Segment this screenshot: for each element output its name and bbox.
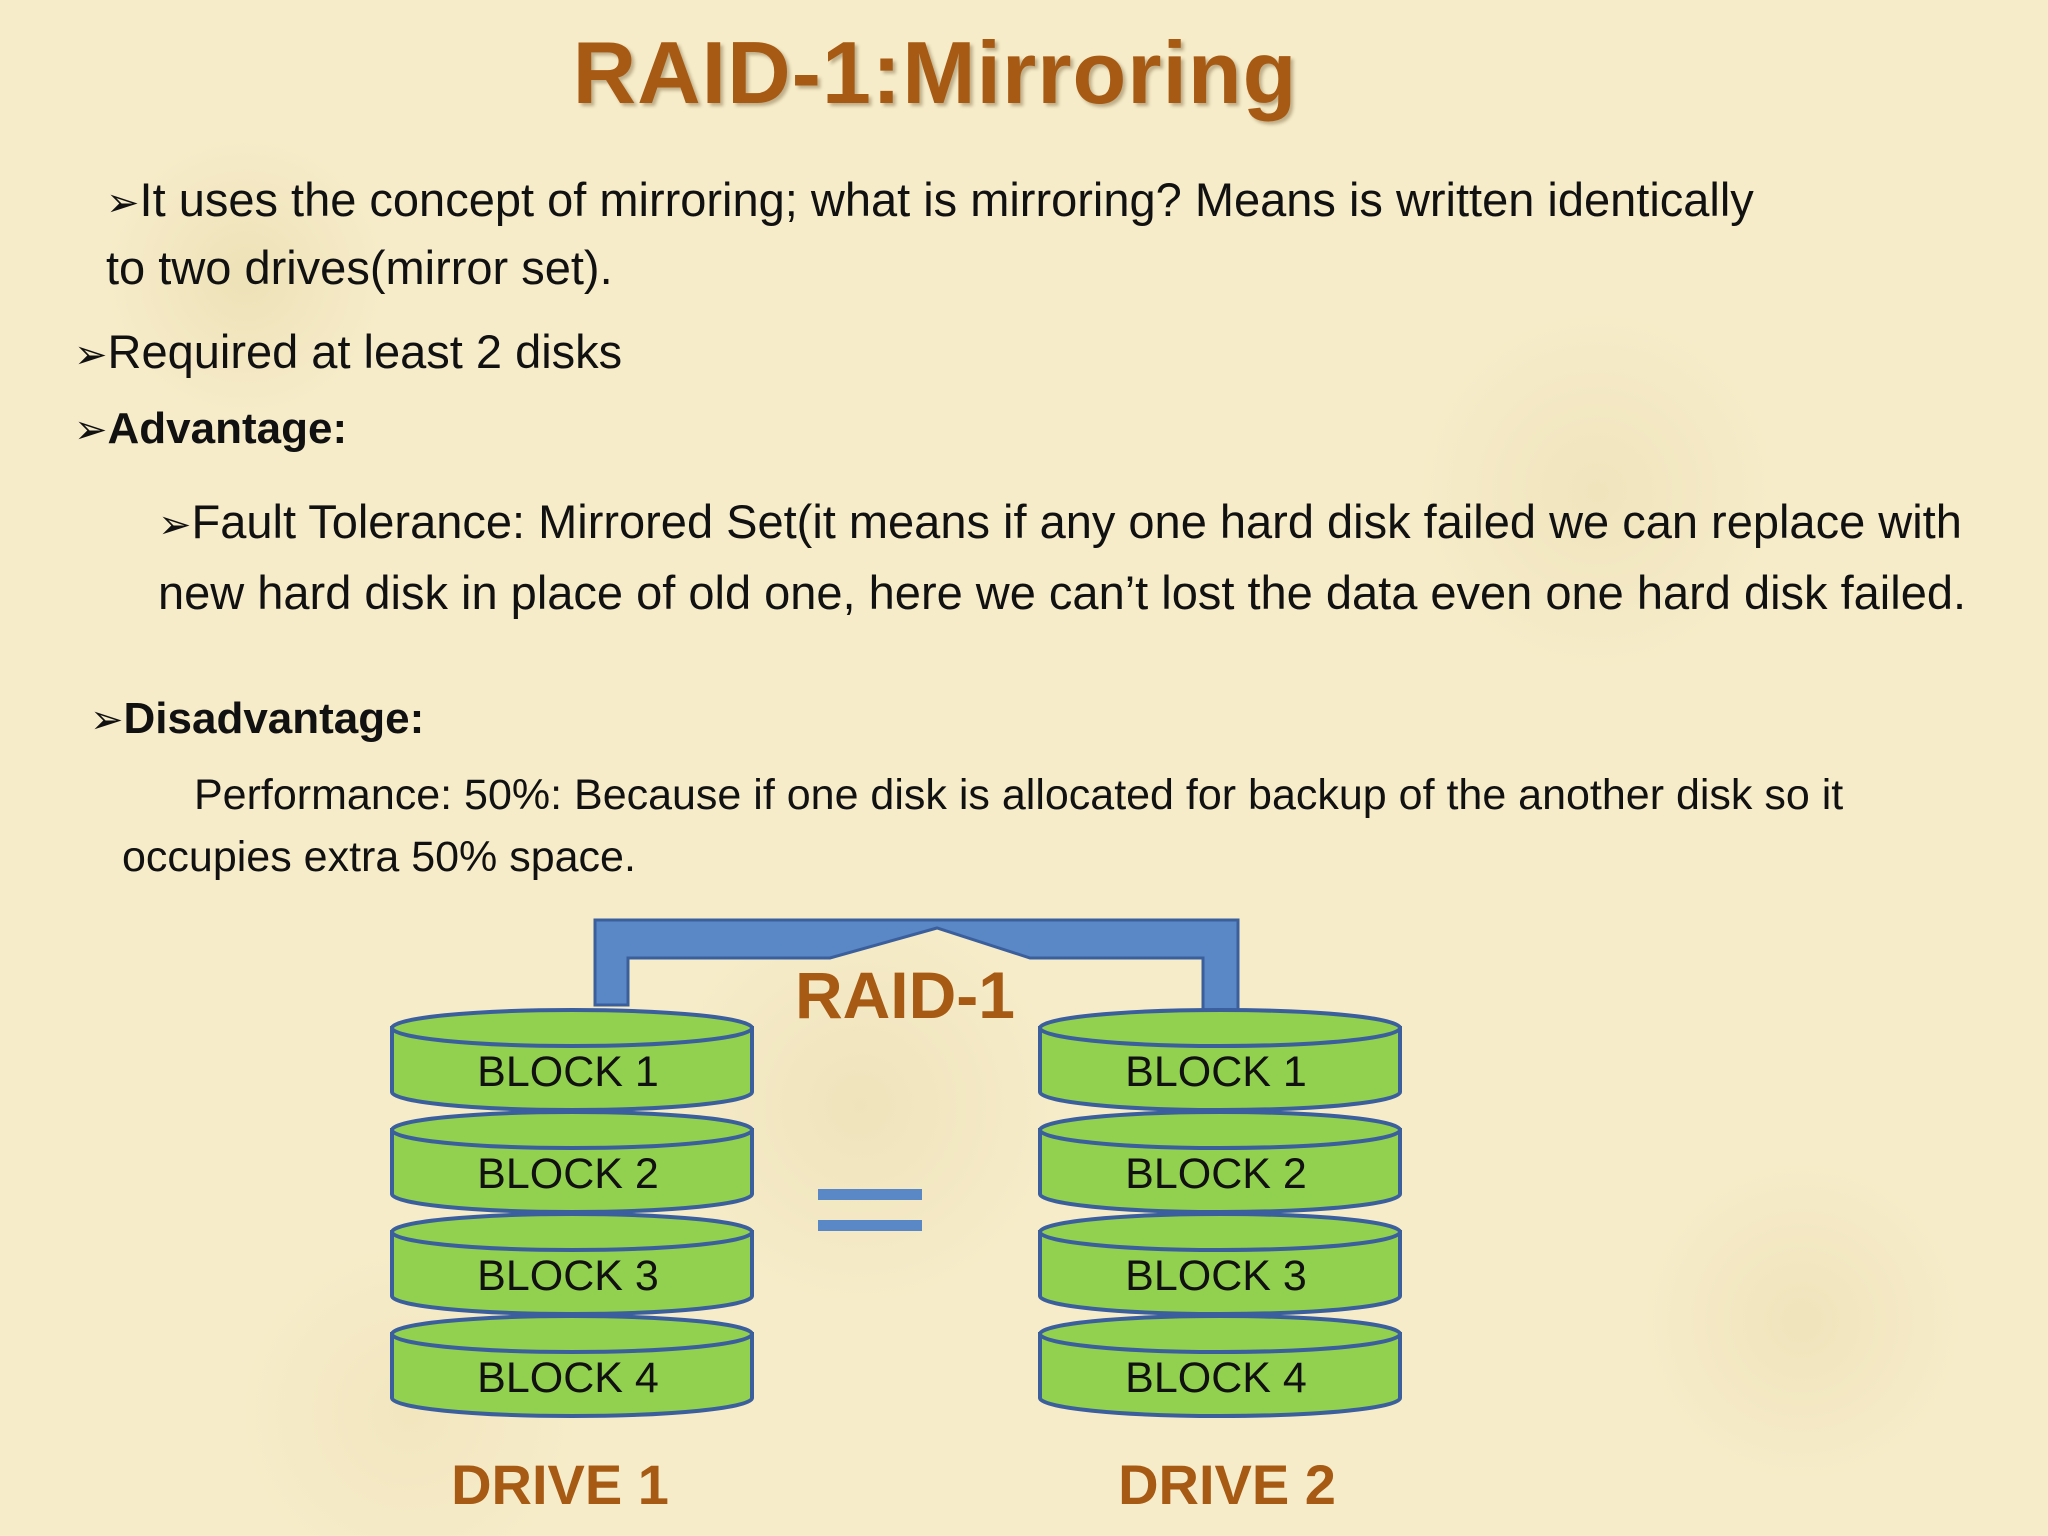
disk-body <box>390 1332 754 1418</box>
performance-line1: Performance: 50%: Because if one disk is… <box>194 771 1844 819</box>
bullet-disks-text: Required at least 2 disks <box>107 325 623 378</box>
disk-body <box>1038 1026 1402 1112</box>
disk-top <box>390 1110 754 1150</box>
advantage-heading-text: Advantage: <box>107 404 348 453</box>
bullet-fault-tolerance: ➢Fault Tolerance: Mirrored Set(it means … <box>158 488 2048 627</box>
bullet-performance: Performance: 50%: Because if one disk is… <box>122 764 2002 888</box>
bullet-concept-line1: It uses the concept of mirroring; what i… <box>139 173 1754 226</box>
disadvantage-heading-text: Disadvantage: <box>123 694 425 743</box>
disk-body <box>390 1230 754 1316</box>
disk-block: BLOCK 1 <box>1038 1008 1402 1112</box>
block-label: BLOCK 3 <box>1125 1252 1307 1300</box>
disk-block: BLOCK 2 <box>390 1110 754 1214</box>
block-label: BLOCK 4 <box>1125 1354 1307 1402</box>
advantage-heading: ➢Advantage: <box>74 404 347 454</box>
block-label: BLOCK 2 <box>477 1150 659 1198</box>
disk-block: BLOCK 4 <box>390 1314 754 1418</box>
drive-1: BLOCK 4 BLOCK 3 BLOCK 2 BLOCK 1 <box>390 1008 754 1418</box>
bullet-concept: ➢It uses the concept of mirroring; what … <box>106 166 2006 237</box>
block-label: BLOCK 2 <box>1125 1150 1307 1198</box>
bullet-disks: ➢Required at least 2 disks <box>74 318 622 389</box>
performance-line2: occupies extra 50% space. <box>122 833 636 881</box>
disk-block: BLOCK 2 <box>1038 1110 1402 1214</box>
block-label: BLOCK 4 <box>477 1354 659 1402</box>
equals-icon <box>818 1189 922 1231</box>
disk-top <box>1038 1212 1402 1252</box>
drive-1-label: DRIVE 1 <box>451 1453 669 1516</box>
disk-top <box>390 1314 754 1354</box>
disk-top <box>390 1212 754 1252</box>
disk-body <box>1038 1332 1402 1418</box>
block-label: BLOCK 1 <box>1125 1048 1307 1096</box>
bullet-arrow-icon: ➢ <box>158 502 192 548</box>
disk-top <box>1038 1110 1402 1150</box>
bullet-fault-tolerance-text: Fault Tolerance: Mirrored Set(it means i… <box>158 495 1967 619</box>
disk-block: BLOCK 3 <box>390 1212 754 1316</box>
raid1-diagram: RAID-1 BLOCK 4 BLOCK 3 BLOCK 2 BLOCK 1 BLOC… <box>390 918 1402 1516</box>
disk-top <box>390 1008 754 1048</box>
bullet-arrow-icon: ➢ <box>74 332 108 378</box>
disk-body <box>1038 1128 1402 1214</box>
bullet-arrow-icon: ➢ <box>90 697 124 743</box>
disk-body <box>390 1026 754 1112</box>
disk-block: BLOCK 3 <box>1038 1212 1402 1316</box>
disk-block: BLOCK 4 <box>1038 1314 1402 1418</box>
bullet-arrow-icon: ➢ <box>74 407 108 453</box>
disk-body <box>390 1128 754 1214</box>
bullet-arrow-icon: ➢ <box>106 180 140 226</box>
bullet-concept-continuation: to two drives(mirror set). <box>106 241 613 294</box>
disk-body <box>1038 1230 1402 1316</box>
slide-title: RAID-1:Mirroring <box>572 23 1298 122</box>
block-label: BLOCK 3 <box>477 1252 659 1300</box>
disk-top <box>1038 1314 1402 1354</box>
drive-2: BLOCK 4 BLOCK 3 BLOCK 2 BLOCK 1 <box>1038 1008 1402 1418</box>
raid-label: RAID-1 <box>795 958 1015 1032</box>
disk-block: BLOCK 1 <box>390 1008 754 1112</box>
disadvantage-heading: ➢Disadvantage: <box>90 694 424 744</box>
disk-top <box>1038 1008 1402 1048</box>
block-label: BLOCK 1 <box>477 1048 659 1096</box>
drive-2-label: DRIVE 2 <box>1118 1453 1336 1516</box>
